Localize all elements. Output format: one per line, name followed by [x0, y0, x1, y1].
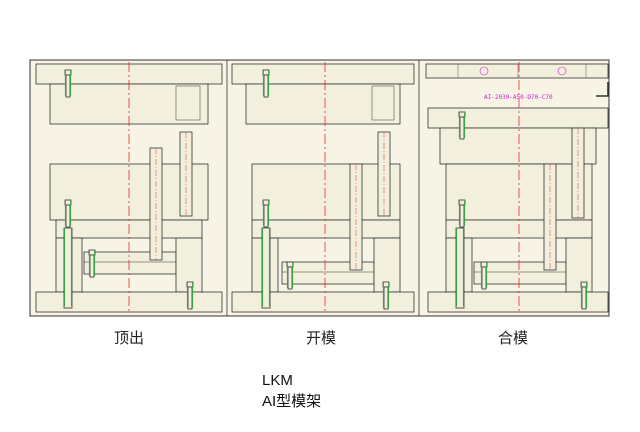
top-clamp-plate [427, 107, 609, 129]
a-plate [439, 127, 597, 165]
title-block [425, 63, 609, 79]
series-name: AI型模架 [262, 393, 322, 410]
top-clamp-plate [231, 63, 415, 85]
mold-view-open [231, 62, 415, 314]
part-number: AI-2030-A50-D70-C70 [484, 94, 553, 101]
mold-view-closed: AI-2030-A50-D70-C70 [425, 62, 609, 314]
a-plate [245, 83, 401, 125]
spacer-block-right [565, 237, 593, 293]
b-plate [251, 163, 401, 221]
caption-closed: 合模 [498, 329, 529, 347]
support-plate [251, 219, 401, 239]
corner-mark-icon [596, 82, 609, 97]
bottom-clamp-plate [231, 291, 415, 313]
caption-ejection: 顶出 [114, 329, 145, 347]
brand-name: LKM [262, 372, 293, 389]
bottom-clamp-plate [427, 291, 609, 313]
mold-view-ejection [35, 62, 223, 314]
caption-open: 开模 [306, 329, 337, 347]
